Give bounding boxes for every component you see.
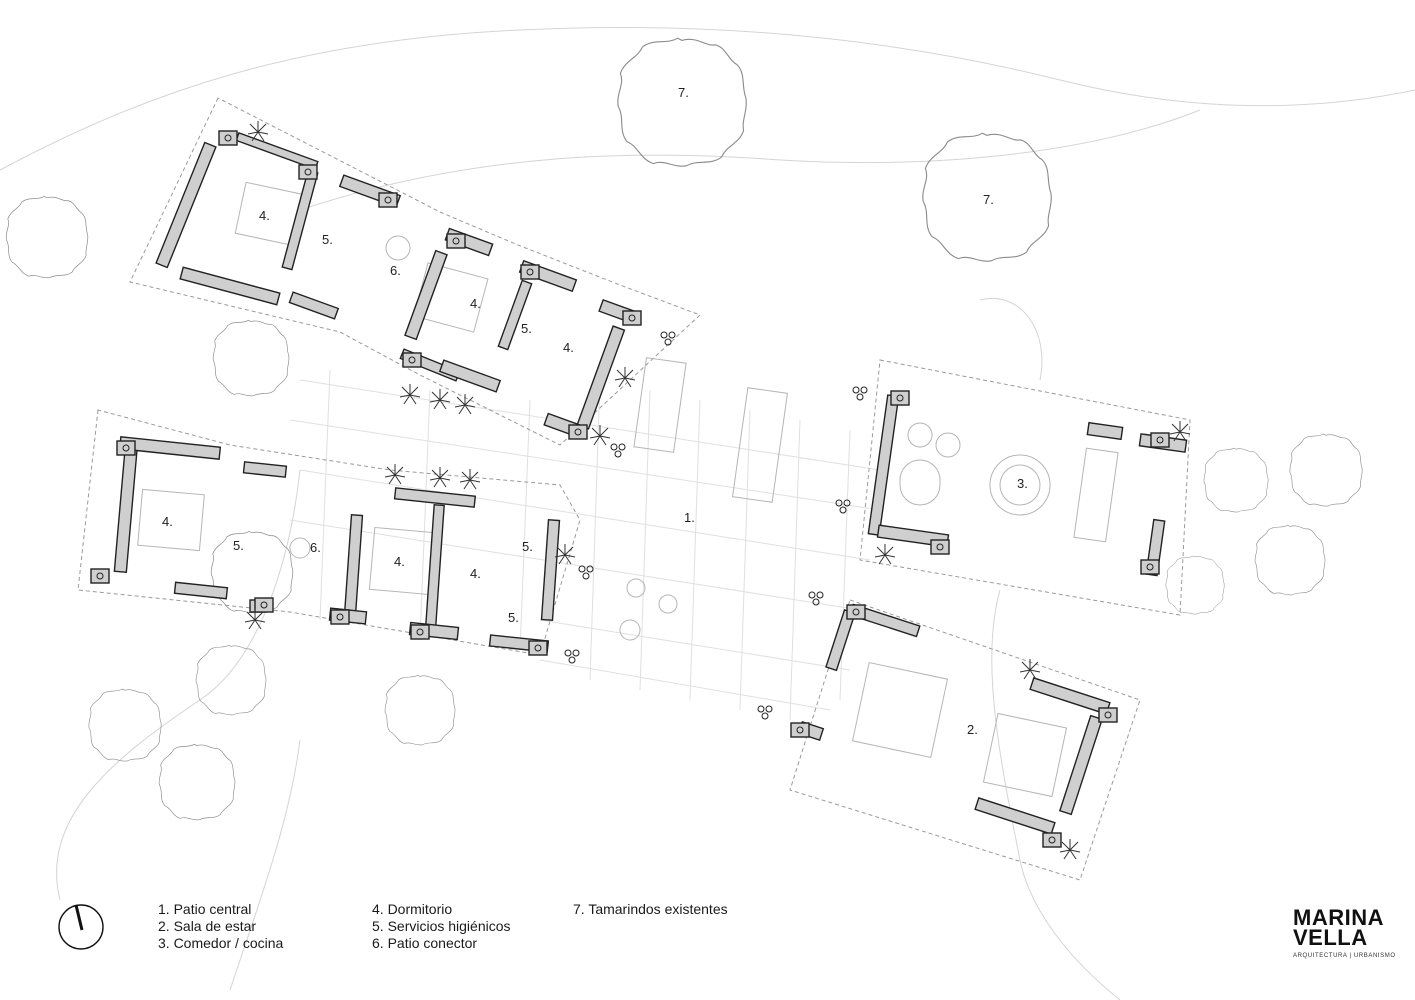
label-servicios-higienicos: 5. (322, 232, 333, 247)
tree-icon (88, 688, 162, 762)
label-dormitorio: 4. (162, 514, 173, 529)
logo-line-2: VELLA (1293, 925, 1368, 950)
tree-icon (1165, 555, 1225, 615)
label-dormitorio: 4. (394, 554, 405, 569)
legend-item: 6. Patio conector (372, 935, 478, 951)
logo-line-1: MARINA (1293, 905, 1384, 930)
label-patio-conector: 6. (390, 263, 401, 278)
label-servicios-higienicos: 5. (522, 539, 533, 554)
label-servicios-higienicos: 5. (233, 538, 244, 553)
tree-icon (384, 674, 456, 746)
legend-column-1: 1. Patio central 2. Sala de estar 3. Com… (158, 901, 283, 952)
room-labels: 1. 2. 3. 4. 4. 4. 4. 4. 4. 5. 5. 5. 5. 5… (162, 85, 1028, 737)
label-tamarindo: 7. (983, 192, 994, 207)
legend-item: 4. Dormitorio (372, 901, 453, 917)
planting (244, 120, 1191, 860)
stepping-stones (564, 331, 868, 720)
label-tamarindo: 7. (678, 85, 689, 100)
legend-item: 5. Servicios higiénicos (372, 918, 511, 934)
firm-logo: MARINA VELLA ARQUITECTURA | URBANISMO (1293, 905, 1396, 960)
legend-item: 3. Comedor / cocina (158, 935, 284, 951)
label-comedor-cocina: 3. (1017, 476, 1028, 491)
label-servicios-higienicos: 5. (508, 610, 519, 625)
tree-icon (212, 319, 290, 397)
building-outlines (77, 97, 1191, 881)
label-patio-central: 1. (684, 510, 695, 525)
tree-icon (1254, 524, 1326, 596)
legend-column-2: 4. Dormitorio 5. Servicios higiénicos 6.… (372, 901, 511, 952)
label-dormitorio: 4. (259, 208, 270, 223)
patio-grid (289, 369, 881, 721)
label-sala-de-estar: 2. (967, 722, 978, 737)
legend-column-3: 7. Tamarindos existentes (573, 901, 728, 918)
tree-icon (1203, 447, 1269, 513)
structural-piers (90, 130, 1170, 848)
tree-icon (5, 196, 89, 279)
tree-icon (1289, 433, 1363, 507)
furniture (137, 181, 1119, 798)
tree-icon (158, 743, 236, 821)
label-dormitorio: 4. (563, 340, 574, 355)
tree-icon (617, 37, 747, 167)
label-patio-conector: 6. (310, 540, 321, 555)
label-dormitorio: 4. (470, 566, 481, 581)
north-arrow-icon (58, 904, 104, 950)
tree-icon (195, 644, 267, 716)
label-servicios-higienicos: 5. (521, 321, 532, 336)
legend-item: 7. Tamarindos existentes (573, 901, 728, 917)
site-contours (0, 26, 1415, 1000)
label-dormitorio: 4. (470, 296, 481, 311)
legend-item: 1. Patio central (158, 901, 252, 917)
logo-tagline: ARQUITECTURA | URBANISMO (1293, 953, 1396, 959)
legend-item: 2. Sala de estar (158, 918, 257, 934)
